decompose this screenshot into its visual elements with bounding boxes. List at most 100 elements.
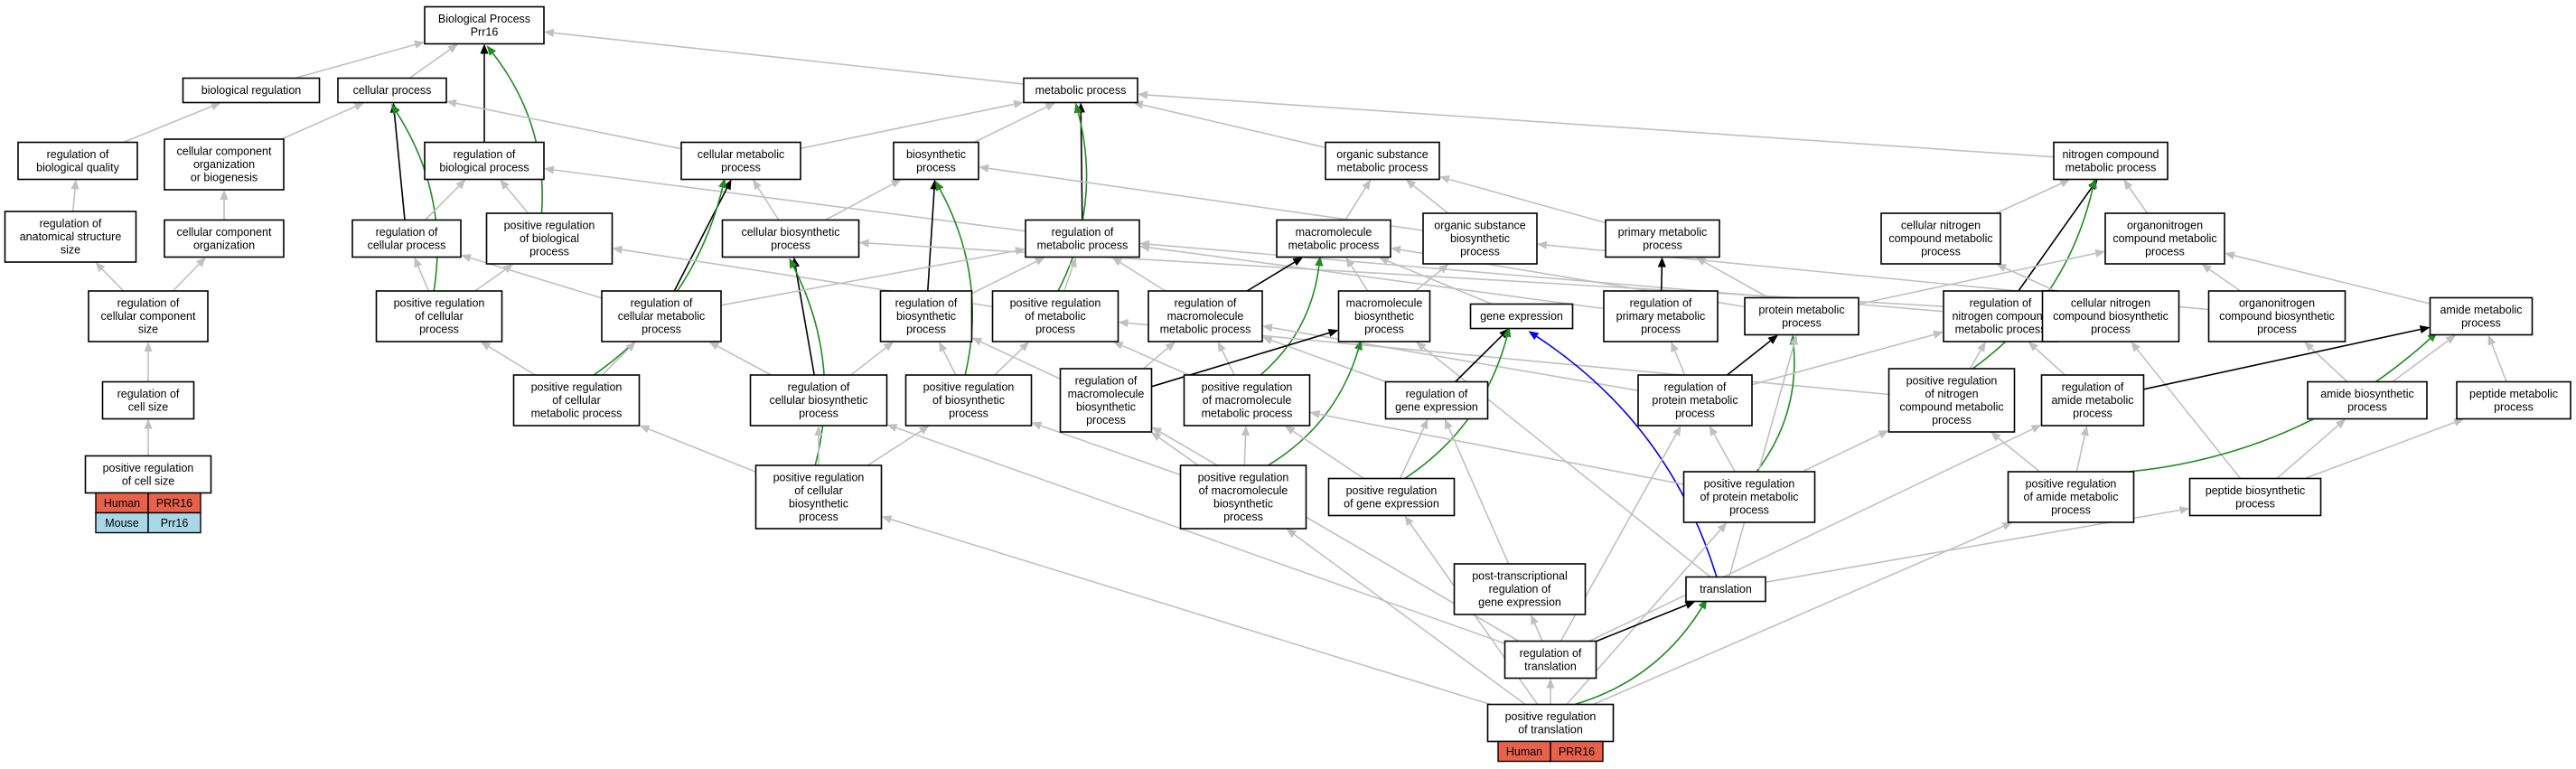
edge-abp-to-amp bbox=[2392, 334, 2457, 383]
go-term-label: biological process bbox=[439, 161, 529, 173]
edge-rmmp-to-rmp bbox=[1111, 257, 1166, 292]
arrowhead bbox=[918, 426, 930, 435]
edge-ptrge-to-rge bbox=[1445, 418, 1510, 565]
go-term-rmbp[interactable]: regulation ofmacromoleculebiosyntheticpr… bbox=[1059, 368, 1153, 433]
arrowhead bbox=[1034, 257, 1045, 266]
go-term-label: positive regulation bbox=[531, 381, 623, 394]
arrowhead bbox=[447, 43, 458, 53]
arrowhead bbox=[2335, 418, 2347, 429]
go-term-label: regulation of bbox=[1052, 226, 1114, 239]
edge-line bbox=[1703, 261, 1769, 299]
edge-line bbox=[1147, 94, 2055, 158]
go-term-box bbox=[2207, 290, 2347, 342]
edge-line bbox=[1536, 335, 1718, 577]
go-term-box bbox=[164, 219, 285, 258]
go-term-label: regulation of bbox=[1489, 583, 1551, 596]
arrowhead bbox=[1933, 330, 1944, 339]
go-term-label: compound metabolic bbox=[2112, 232, 2216, 245]
go-term-label: of cellular bbox=[794, 484, 843, 497]
go-term-label: of cellular bbox=[552, 394, 601, 407]
go-term-label: process bbox=[1782, 316, 1822, 329]
edge-line bbox=[1267, 349, 1360, 466]
arrowhead bbox=[1531, 614, 1539, 625]
arrowhead bbox=[461, 254, 472, 262]
go-term-label: of macromolecule bbox=[1203, 394, 1292, 407]
go-term-box bbox=[1337, 290, 1431, 342]
go-term-cp[interactable]: cellular process bbox=[337, 77, 447, 104]
edge-rprotmp-to-rncmp bbox=[1751, 330, 1944, 386]
arrowhead bbox=[718, 177, 727, 189]
arrowhead bbox=[789, 258, 798, 269]
go-term-mp[interactable]: metabolic process bbox=[1023, 77, 1138, 104]
edge-line bbox=[942, 350, 957, 376]
go-term-breg[interactable]: biological regulation bbox=[182, 77, 321, 104]
edge-line bbox=[1972, 187, 2094, 370]
edge-rccs-to-rass bbox=[95, 262, 125, 292]
go-term-ge[interactable]: gene expression bbox=[1469, 303, 1574, 330]
edge-breg-to-bp bbox=[295, 40, 425, 80]
edge-line bbox=[1588, 428, 2033, 642]
arrowhead bbox=[210, 102, 221, 110]
edge-ramp-to-amp bbox=[2143, 325, 2431, 390]
edge-cbp-to-cmp bbox=[753, 179, 780, 220]
edge-line bbox=[2310, 347, 2348, 383]
go-term-box bbox=[754, 464, 883, 530]
edge-line bbox=[800, 103, 1015, 150]
go-term-trans[interactable]: translation bbox=[1685, 576, 1766, 603]
edge-rtrans-to-trans bbox=[1596, 601, 1696, 642]
